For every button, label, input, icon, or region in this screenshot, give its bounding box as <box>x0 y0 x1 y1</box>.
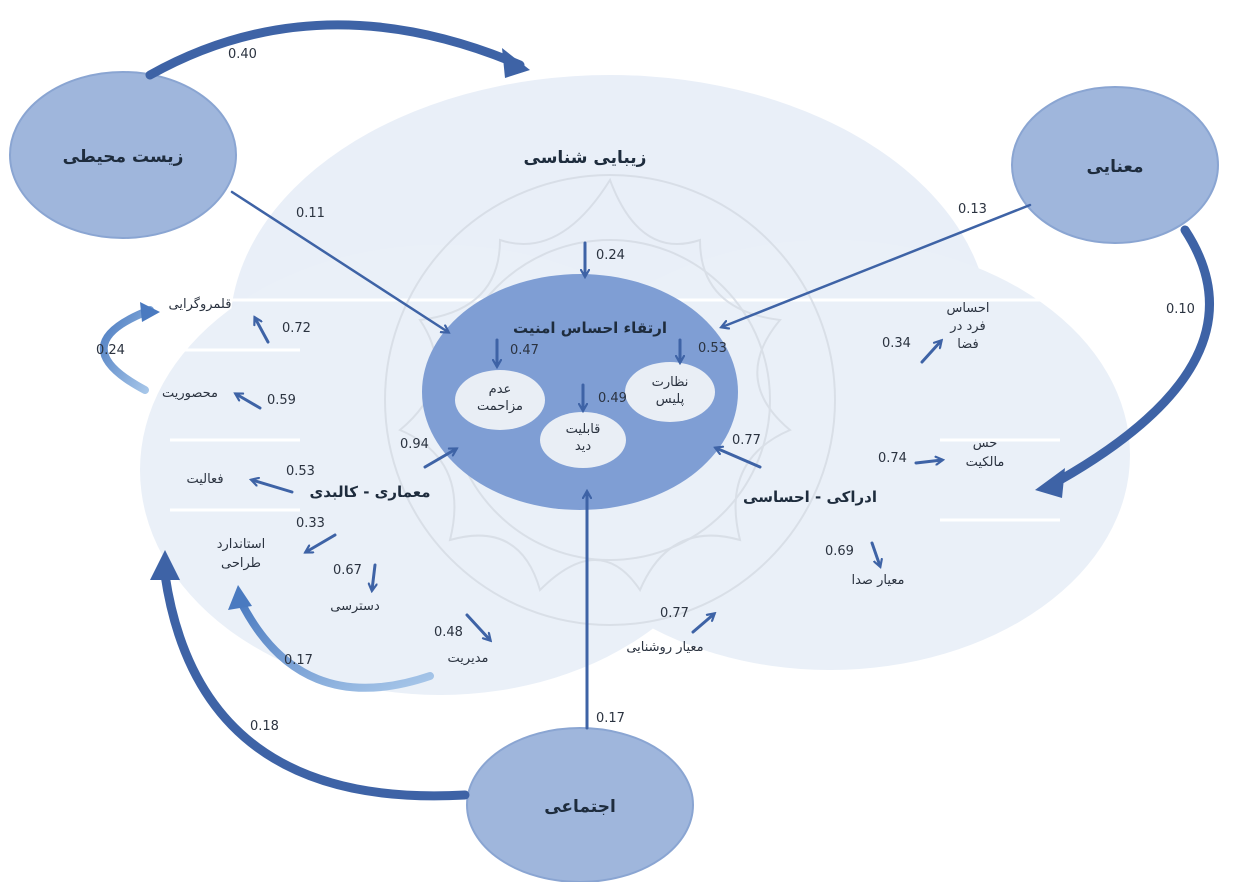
sense-label-2: فرد در <box>949 319 985 334</box>
police-label-1: نظارت <box>652 375 689 390</box>
enclosure-label: محصوریت <box>162 386 218 401</box>
arrow-standard <box>306 533 337 552</box>
ownership-label-2: مالکیت <box>966 455 1005 470</box>
weight-sound: 0.69 <box>825 544 854 559</box>
weight-police: 0.53 <box>698 341 727 356</box>
territoriality-label: قلمروگرایی <box>169 296 232 312</box>
sense-label-3: فضا <box>957 337 978 352</box>
physical-items: قلمروگرایی 0.72 0.24 محصوریت 0.59 فعالیت… <box>96 296 490 692</box>
ownership-label-1: حس <box>973 436 998 451</box>
arrow-physical-to-center <box>423 449 456 469</box>
weight-physical-center: 0.94 <box>400 437 429 452</box>
arrow-territoriality <box>255 318 270 344</box>
social-label: اجتماعی <box>544 797 616 817</box>
weight-accessibility: 0.67 <box>333 563 362 578</box>
curve-management-standard <box>236 596 434 692</box>
physical-title: معماری - کالبدی <box>309 483 430 501</box>
sound-label: معیار صدا <box>851 573 904 588</box>
major-arrows: 0.40 0.10 0.18 0.17 <box>145 20 1214 801</box>
semantic-label: معنایی <box>1086 157 1143 177</box>
arrow-semantic-to-perceptual-head <box>1035 468 1065 498</box>
center-disc <box>422 274 738 510</box>
aesthetics-title: زیبایی شناسی <box>524 148 647 168</box>
weight-env-center: 0.11 <box>296 206 325 221</box>
disturbance-label-1: عدم <box>489 382 512 397</box>
activity-label: فعالیت <box>186 472 223 487</box>
weight-semantic-center: 0.13 <box>958 202 987 217</box>
weight-management-standard: 0.17 <box>284 653 313 668</box>
weight-standard: 0.33 <box>296 516 325 531</box>
arrow-lighting <box>691 614 714 634</box>
center-arrows: 0.11 0.13 0.24 0.94 0.77 <box>230 190 1032 469</box>
disturbance-circle <box>455 370 545 430</box>
curve-territoriality-enclosure <box>99 306 154 394</box>
perceptual-title: ادراکی - احساسی <box>743 488 877 506</box>
weight-lighting: 0.77 <box>660 606 689 621</box>
weight-env-aesthetics: 0.40 <box>228 47 257 62</box>
weight-territoriality-enclosure: 0.24 <box>96 343 125 358</box>
visibility-label-1: قابلیت <box>566 422 601 437</box>
police-label-2: پلیس <box>656 392 685 407</box>
center-title: ارتقاء احساس امنیت <box>513 319 667 337</box>
environmental-node <box>9 71 237 239</box>
curve-territoriality-enclosure-head <box>140 302 160 322</box>
weight-aesthetics-center: 0.24 <box>596 248 625 263</box>
weight-perceptual-center: 0.77 <box>732 433 761 448</box>
arrow-semantic-to-center <box>722 203 1032 327</box>
perceptual-items: احساس فرد در فضا 0.34 حس مالکیت 0.74 معی… <box>626 301 1004 655</box>
weight-social-center: 0.17 <box>596 711 625 726</box>
environmental-label: زیست محیطی <box>63 147 184 167</box>
arrow-env-to-aesthetics <box>145 20 525 80</box>
weight-disturbance: 0.47 <box>510 343 539 358</box>
weight-visibility: 0.49 <box>598 391 627 406</box>
semantic-node <box>1011 86 1219 244</box>
weight-social-standard: 0.18 <box>250 719 279 734</box>
arrow-activity <box>252 480 294 494</box>
arrow-social-to-standard-head <box>150 550 180 580</box>
lighting-label: معیار روشنایی <box>626 640 703 655</box>
weight-territoriality: 0.72 <box>282 321 311 336</box>
arrow-ownership <box>914 460 942 463</box>
arrow-perceptual-to-center <box>716 448 762 469</box>
arrow-management <box>465 613 490 640</box>
weight-ownership: 0.74 <box>878 451 907 466</box>
weight-activity: 0.53 <box>286 464 315 479</box>
standard-label-2: طراحی <box>221 556 261 571</box>
arrow-sound <box>870 541 880 566</box>
center-group: ارتقاء احساس امنیت عدم مزاحمت نظارت پلیس… <box>422 274 738 510</box>
arrow-accessibility <box>372 563 375 590</box>
weight-semantic-perceptual: 0.10 <box>1166 302 1195 317</box>
outer-nodes: زیست محیطی معنایی اجتماعی <box>9 71 1219 882</box>
arrow-enclosure <box>236 394 262 410</box>
police-circle <box>625 362 715 422</box>
weight-sense: 0.34 <box>882 336 911 351</box>
curve-management-standard-head <box>228 585 252 610</box>
arrow-sense <box>920 341 941 364</box>
arrow-env-to-aesthetics-head <box>502 48 530 78</box>
arrow-social-to-standard <box>160 570 470 801</box>
standard-label-1: استاندارد <box>217 537 266 552</box>
social-node <box>466 727 694 882</box>
accessibility-label: دسترسی <box>330 599 380 614</box>
arrow-env-to-center <box>230 190 448 332</box>
management-label: مدیریت <box>448 651 489 666</box>
arrow-semantic-to-perceptual <box>1055 225 1214 485</box>
sense-label-1: احساس <box>946 301 989 316</box>
weight-management: 0.48 <box>434 625 463 640</box>
weight-enclosure: 0.59 <box>267 393 296 408</box>
disturbance-label-2: مزاحمت <box>477 399 523 414</box>
visibility-circle <box>540 412 626 468</box>
sector-divider <box>170 348 1060 522</box>
visibility-label-2: دید <box>575 439 591 454</box>
